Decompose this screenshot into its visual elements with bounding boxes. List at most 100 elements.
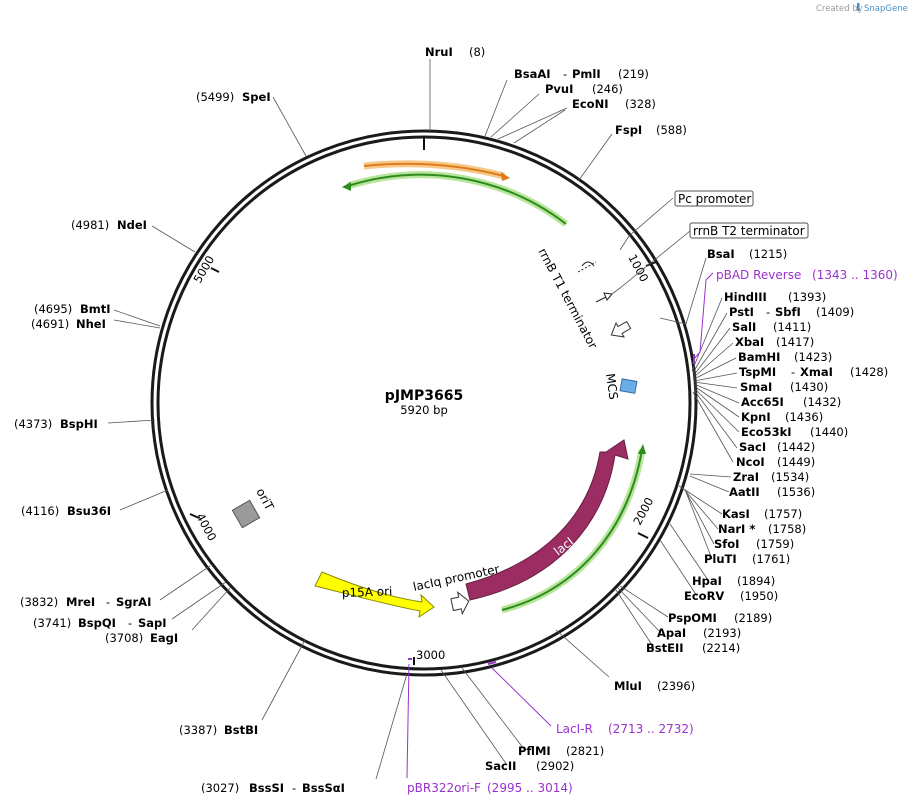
site-ecorv-pos: (1950) bbox=[740, 589, 778, 603]
site-smai: SmaI bbox=[740, 380, 772, 394]
site-bsaai-pos: (219) bbox=[618, 67, 649, 81]
plasmid-length: 5920 bp bbox=[400, 403, 448, 417]
site-saci: SacI bbox=[739, 440, 766, 454]
site-pvui: PvuI bbox=[545, 82, 573, 96]
site-sali-pos: (1411) bbox=[773, 320, 811, 334]
credit-text: Created by bbox=[816, 4, 863, 14]
site-bstbi: BstBI bbox=[224, 723, 258, 737]
site-sacii-pos: (2902) bbox=[536, 759, 574, 773]
snapgene-logo-icon bbox=[857, 3, 860, 11]
p15a-ori-arrow bbox=[314, 571, 435, 619]
site-pvui-pos: (246) bbox=[592, 82, 623, 96]
site-bsssi: BssSI bbox=[249, 781, 284, 795]
site-psti-sep: - bbox=[766, 305, 770, 319]
site-xbai: XbaI bbox=[735, 335, 764, 349]
site-xmai: XmaI bbox=[800, 365, 833, 379]
plasmid-name: pJMP3665 bbox=[385, 388, 463, 404]
site-psti: PstI bbox=[729, 305, 754, 319]
laciq-promoter-arrow bbox=[450, 590, 470, 616]
laci-arrow bbox=[465, 439, 629, 601]
site-smai-pos: (1430) bbox=[790, 380, 828, 394]
site-econi-pos: (328) bbox=[625, 97, 656, 111]
site-bmti-pos: (4695) bbox=[34, 302, 72, 316]
site-nari: NarI * bbox=[718, 522, 755, 536]
pc-promoter-box bbox=[674, 190, 754, 207]
site-aatii: AatII bbox=[729, 485, 760, 499]
site-tspmi-sep: - bbox=[791, 365, 795, 379]
site-nhei: NheI bbox=[76, 317, 106, 331]
site-bstbi-pos: (3387) bbox=[179, 723, 217, 737]
site-bsphi: BspHI bbox=[60, 417, 98, 431]
pbr322ori-f-pos: (2995 .. 3014) bbox=[487, 781, 573, 795]
site-hpai-pos: (1894) bbox=[737, 574, 775, 588]
site-aatii-pos: (1536) bbox=[777, 485, 815, 499]
site-eagi-pos: (3708) bbox=[105, 631, 143, 645]
site-sacii: SacII bbox=[485, 759, 516, 773]
rrnb-t1-symbol bbox=[577, 261, 597, 273]
site-bspqi-sep: - bbox=[128, 616, 132, 630]
site-tspmi-pos: (1428) bbox=[850, 365, 888, 379]
site-spei: SpeI bbox=[242, 90, 271, 104]
primer-laci-r: LacI-R (2713 .. 2732) bbox=[487, 661, 694, 736]
laci-r-name: LacI-R bbox=[556, 722, 593, 736]
site-kpni: KpnI bbox=[741, 410, 771, 424]
site-psti-pos: (1409) bbox=[816, 305, 854, 319]
leader-lines bbox=[107, 59, 740, 780]
mcs-box bbox=[619, 378, 638, 394]
site-mrei-sep: - bbox=[106, 595, 110, 609]
site-labels: NruI (8) BsaAI - PmlI (219) PvuI (246) E… bbox=[14, 45, 888, 795]
orange-arrowhead bbox=[501, 172, 510, 181]
pc-promoter-arrow bbox=[610, 320, 632, 338]
site-pluti: PluTI bbox=[704, 552, 737, 566]
pbad-reverse-pos: (1343 .. 1360) bbox=[812, 268, 898, 282]
site-eco53ki-pos: (1440) bbox=[810, 425, 848, 439]
site-ncoi: NcoI bbox=[736, 455, 765, 469]
primer-pbr322ori-f: pBR322ori-F (2995 .. 3014) bbox=[406, 658, 573, 795]
site-zrai: ZraI bbox=[733, 470, 759, 484]
site-tspmi: TspMI bbox=[739, 365, 776, 379]
site-mrei-pos: (3832) bbox=[20, 595, 58, 609]
site-pflmi-pos: (2821) bbox=[566, 744, 604, 758]
site-eco53ki: Eco53kI bbox=[741, 425, 792, 439]
site-bsssai: BssSαI bbox=[302, 781, 345, 795]
site-bsphi-pos: (4373) bbox=[14, 417, 52, 431]
site-nari-pos: (1758) bbox=[768, 522, 806, 536]
site-spei-pos: (5499) bbox=[196, 90, 234, 104]
orit-label: oriT bbox=[253, 486, 276, 513]
site-bspqi-pos: (3741) bbox=[33, 616, 71, 630]
site-mlui-pos: (2396) bbox=[657, 679, 695, 693]
site-ecorv: EcoRV bbox=[684, 589, 724, 603]
site-pspomi: PspOMI bbox=[668, 611, 717, 625]
orit-box bbox=[231, 499, 261, 529]
green-feature-arrow-top bbox=[347, 173, 567, 225]
site-ndei-pos: (4981) bbox=[71, 218, 109, 232]
site-kasi: KasI bbox=[722, 507, 750, 521]
site-sbfi: SbfI bbox=[775, 305, 801, 319]
laci-r-pos: (2713 .. 2732) bbox=[608, 722, 694, 736]
site-nhei-pos: (4691) bbox=[31, 317, 69, 331]
site-sfoi-pos: (1759) bbox=[756, 537, 794, 551]
site-pflmi: PflMI bbox=[518, 744, 551, 758]
site-fspi-pos: (588) bbox=[656, 123, 687, 137]
site-bsaai-sep: - bbox=[563, 67, 567, 81]
site-bsteii-pos: (2214) bbox=[702, 641, 740, 655]
site-kpni-pos: (1436) bbox=[785, 410, 823, 424]
site-sgrai: SgrAI bbox=[116, 595, 151, 609]
credit: Created by SnapGene bbox=[816, 3, 908, 14]
site-bmti: BmtI bbox=[80, 302, 111, 316]
site-kasi-pos: (1757) bbox=[764, 507, 802, 521]
site-sali: SalI bbox=[732, 320, 756, 334]
rrnb-t1-label: rrnB T1 terminator bbox=[535, 246, 600, 351]
site-ndei: NdeI bbox=[117, 218, 147, 232]
site-mlui: MluI bbox=[614, 679, 642, 693]
site-acc65i-pos: (1432) bbox=[803, 395, 841, 409]
tick-3000: 3000 bbox=[416, 648, 445, 662]
site-pluti-pos: (1761) bbox=[752, 552, 790, 566]
site-mrei: MreI bbox=[66, 595, 95, 609]
mcs-label: MCS bbox=[603, 372, 621, 400]
backbone-outer bbox=[150, 129, 698, 677]
site-bsteii: BstEII bbox=[646, 641, 684, 655]
pbr322ori-f-name: pBR322ori-F bbox=[407, 781, 481, 795]
site-apai: ApaI bbox=[657, 626, 686, 640]
